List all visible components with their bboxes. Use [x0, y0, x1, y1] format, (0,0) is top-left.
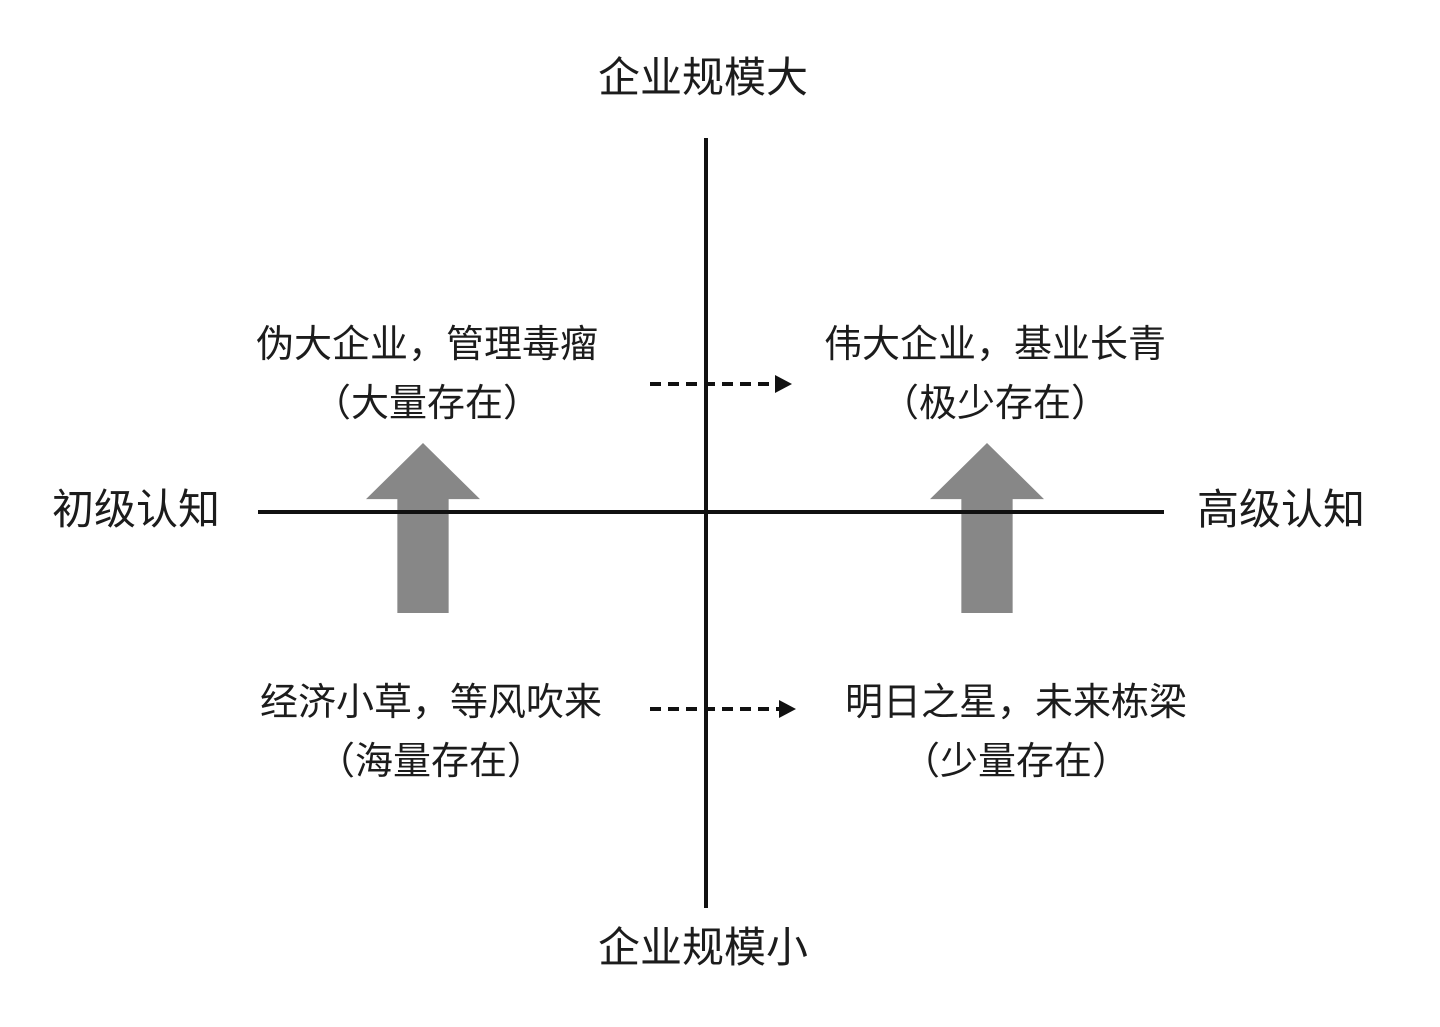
quadrant-bottom-right-line2: （少量存在）: [901, 740, 1131, 783]
quadrant-top-right-line1: 伟大企业，基业长青: [823, 324, 1167, 366]
horizontal-axis-line: [258, 510, 1164, 514]
axis-label-bottom: 企业规模小: [597, 926, 809, 972]
quadrant-top-left-line1: 伪大企业，管理毒瘤: [255, 324, 599, 366]
up-block-arrow-right-icon: [930, 443, 1044, 613]
dashed-line: [650, 707, 779, 711]
quadrant-top-right-line2: （极少存在）: [880, 382, 1110, 425]
quadrant-bottom-left-text: 经济小草，等风吹来 （海量存在）: [260, 674, 602, 792]
right-arrowhead-icon: [779, 700, 796, 718]
dashed-arrow-top: [650, 374, 792, 394]
axis-label-right: 高级认知: [1197, 488, 1366, 534]
quadrant-top-right-text: 伟大企业，基业长青 （极少存在）: [824, 316, 1166, 434]
dashed-arrow-bottom: [650, 699, 796, 719]
quadrant-top-left-line2: （大量存在）: [312, 382, 542, 425]
axis-label-left: 初级认知: [52, 488, 221, 534]
quadrant-bottom-left-line2: （海量存在）: [316, 740, 546, 783]
axis-label-top: 企业规模大: [597, 56, 809, 102]
quadrant-bottom-right-line1: 明日之星，未来栋梁: [844, 682, 1188, 724]
quadrant-bottom-right-text: 明日之星，未来栋梁 （少量存在）: [845, 674, 1187, 792]
right-arrowhead-icon: [775, 375, 792, 393]
up-block-arrow-left-icon: [366, 443, 480, 613]
vertical-axis-line: [704, 138, 708, 908]
quadrant-bottom-left-line1: 经济小草，等风吹来: [259, 682, 603, 724]
dashed-line: [650, 382, 775, 386]
quadrant-top-left-text: 伪大企业，管理毒瘤 （大量存在）: [256, 316, 598, 434]
